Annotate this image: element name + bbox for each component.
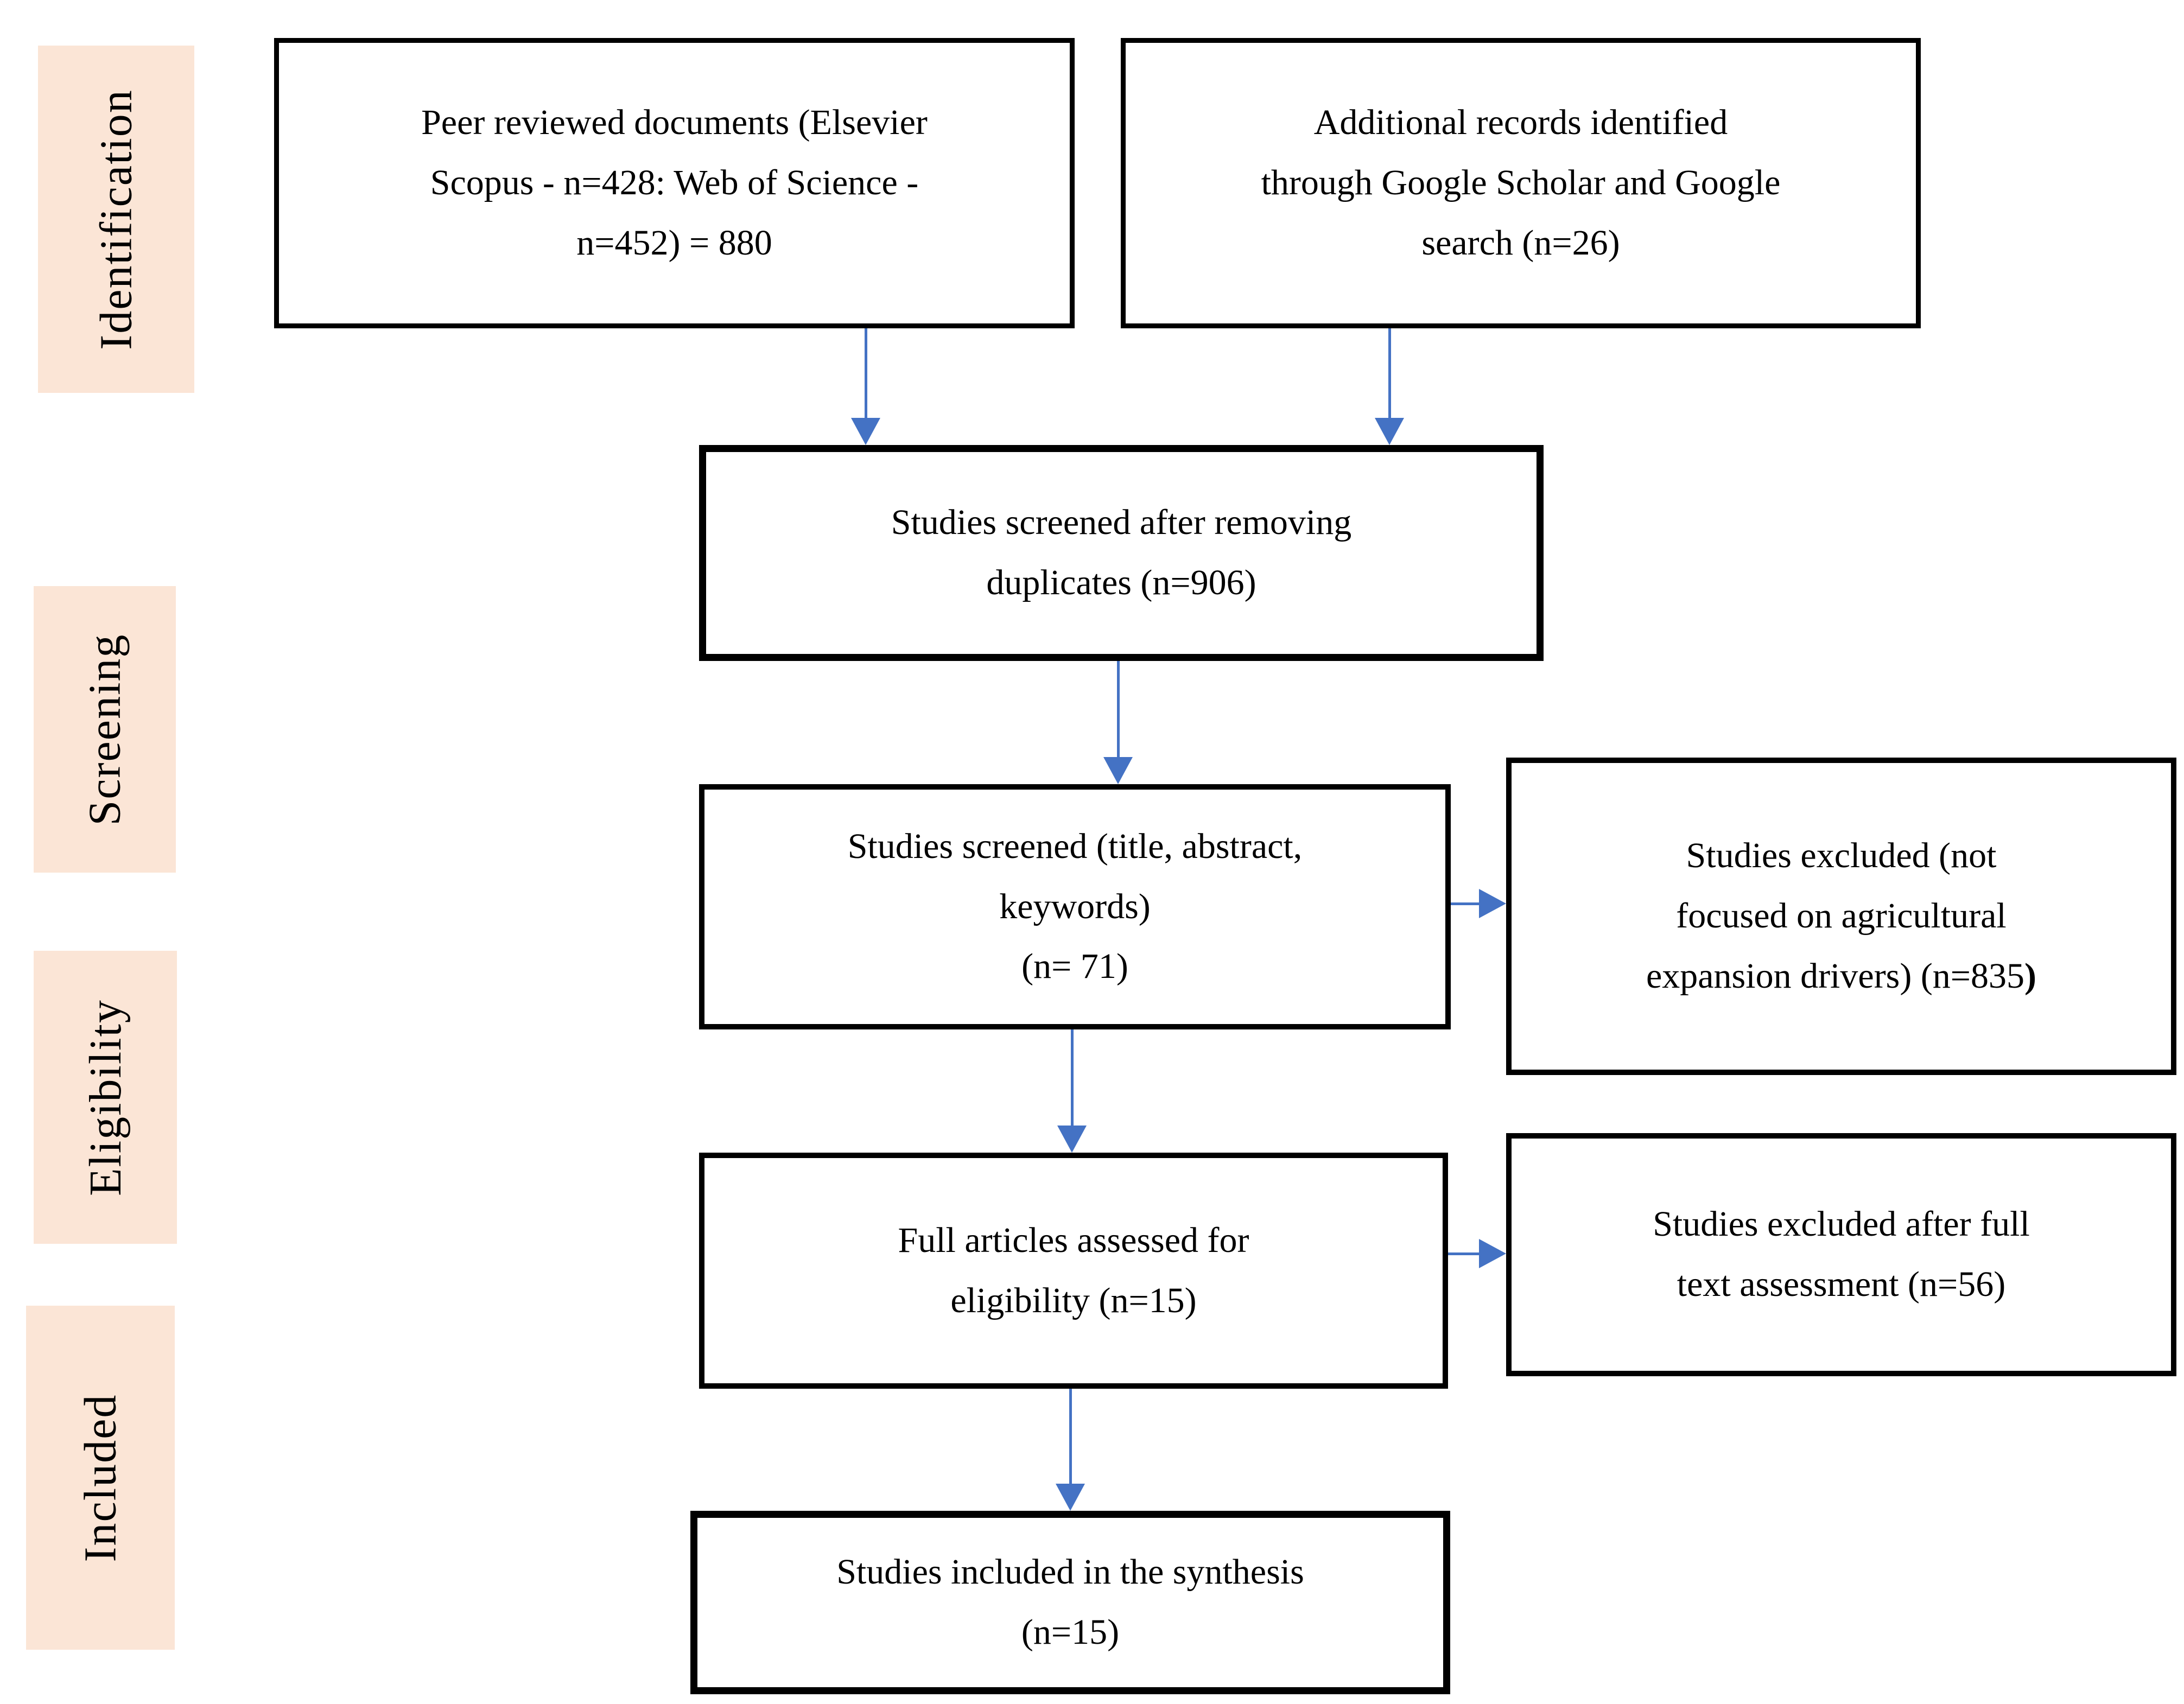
stage-label-text: Eligibility	[80, 999, 131, 1196]
box-text-line: through Google Scholar and Google	[1261, 163, 1781, 203]
box-text-line: Peer reviewed documents (Elsevier	[421, 103, 928, 143]
arrow-duplicates-to-title-abstract	[1103, 661, 1133, 784]
arrow-head-right-icon	[1479, 889, 1506, 918]
box-text-line: Scopus - n=428: Web of Science -	[430, 163, 919, 203]
box-text-line: Full articles assessed for	[898, 1220, 1249, 1260]
box-screened-title-abstract: Studies screened (title, abstract, keywo…	[699, 784, 1451, 1029]
box-full-articles-assessed: Full articles assessed for eligibility (…	[699, 1153, 1448, 1389]
box-additional-records: Additional records identified through Go…	[1121, 38, 1921, 328]
box-text-line: text assessment (n=56)	[1677, 1264, 2006, 1304]
box-text-line: Studies included in the synthesis	[836, 1552, 1304, 1592]
box-text-line: (n=15)	[1021, 1612, 1120, 1652]
arrow-additional-to-duplicates	[1375, 328, 1404, 445]
bold-closing-paren: )	[2024, 956, 2037, 996]
arrow-title-abstract-to-excluded	[1451, 889, 1506, 918]
box-text-line: eligibility (n=15)	[950, 1280, 1197, 1320]
arrow-shaft	[1070, 1029, 1074, 1126]
box-excluded-full-text: Studies excluded after full text assessm…	[1506, 1133, 2176, 1376]
stage-label-identification: Identification	[38, 46, 194, 393]
box-screened-after-duplicates: Studies screened after removing duplicat…	[699, 445, 1544, 661]
box-text-line: keywords)	[999, 886, 1151, 926]
stage-label-screening: Screening	[34, 586, 176, 873]
arrow-head-down-icon	[1375, 418, 1404, 445]
arrow-head-down-icon	[1056, 1484, 1085, 1511]
box-excluded-not-focused: Studies excluded (not focused on agricul…	[1506, 758, 2176, 1075]
arrow-title-abstract-to-full-articles	[1057, 1029, 1087, 1153]
arrow-head-down-icon	[851, 418, 880, 445]
arrow-shaft	[1388, 328, 1391, 418]
box-text-line: Studies screened (title, abstract,	[847, 826, 1303, 866]
box-text-line: Studies screened after removing	[891, 503, 1352, 543]
arrow-shaft	[1451, 902, 1479, 905]
arrow-head-down-icon	[1103, 757, 1133, 784]
box-included-in-synthesis: Studies included in the synthesis (n=15)	[690, 1511, 1450, 1694]
arrow-full-articles-to-excluded	[1448, 1239, 1506, 1268]
box-text-line: focused on agricultural	[1676, 896, 2007, 936]
box-text-line: search (n=26)	[1421, 222, 1620, 263]
box-text-line: expansion drivers) (n=835)	[1646, 946, 2036, 1007]
arrow-shaft	[864, 328, 867, 418]
box-text-line: Studies excluded (not	[1686, 836, 1997, 876]
arrow-peer-to-duplicates	[851, 328, 880, 445]
box-peer-reviewed-documents: Peer reviewed documents (Elsevier Scopus…	[274, 38, 1075, 328]
arrow-full-articles-to-included	[1056, 1389, 1085, 1511]
box-text-line: n=452) = 880	[576, 222, 772, 263]
box-text-fragment: expansion drivers) (n=835	[1646, 956, 2025, 996]
stage-label-text: Screening	[79, 633, 130, 825]
stage-label-text: Identification	[91, 88, 142, 350]
box-text-line: Additional records identified	[1313, 103, 1728, 143]
arrow-head-down-icon	[1057, 1126, 1087, 1153]
arrow-shaft	[1069, 1389, 1072, 1484]
stage-label-eligibility: Eligibility	[34, 951, 177, 1244]
arrow-shaft	[1448, 1252, 1479, 1255]
box-text-line: duplicates (n=906)	[986, 563, 1256, 602]
box-text-line: (n= 71)	[1021, 946, 1128, 987]
box-text-line: Studies excluded after full	[1653, 1204, 2030, 1244]
stage-label-text: Included	[75, 1394, 126, 1562]
arrow-shaft	[1116, 661, 1120, 757]
arrow-head-right-icon	[1479, 1239, 1506, 1268]
stage-label-included: Included	[26, 1306, 175, 1650]
